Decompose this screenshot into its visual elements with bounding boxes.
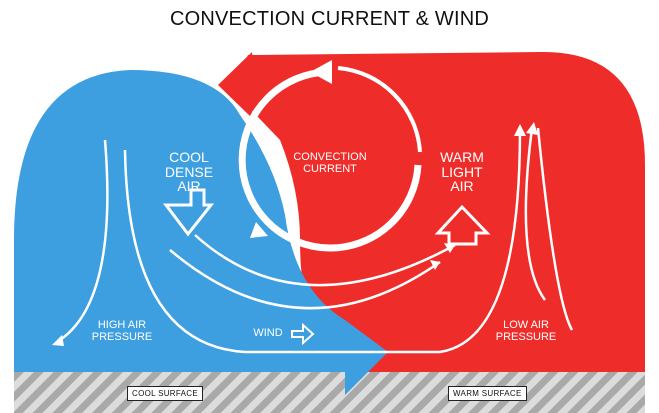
cool-air-region [14,70,388,395]
circular-arrow-head [310,60,332,84]
up-arrow-icon [434,204,491,246]
high-air-pressure-label: HIGH AIR PRESSURE [91,319,153,343]
right-flow-line-2 [536,127,574,331]
left-flow-line-1 [59,139,109,342]
circular-arrow-head-2 [250,222,268,238]
red-arrow-head [218,52,275,118]
flow-line-2 [169,249,441,310]
warm-air-region [232,51,645,372]
right-flow-line [524,127,547,301]
down-arrow-icon [162,188,215,237]
low-air-pressure-label: LOW AIR PRESSURE [495,319,557,343]
warm-light-air-label: WARM LIGHT AIR [440,149,484,195]
cool-surface-label: COOL SURFACE [127,386,203,401]
diagram-title: CONVECTION CURRENT & WIND [169,8,490,30]
bottom-flow-line [245,129,522,354]
left-flow-line-2 [123,149,246,354]
cool-dense-air-label: COOL DENSE AIR [164,149,214,195]
convection-current-label: CONVECTION CURRENT [293,151,367,175]
flow-line-1 [194,234,456,287]
circular-arrow-icon-2 [337,66,422,153]
warm-surface-label: WARM SURFACE [448,386,527,401]
ground [14,372,645,413]
wind-label: WIND [253,327,283,339]
wind-arrow-icon [291,322,315,346]
circular-arrow-icon [238,68,422,252]
